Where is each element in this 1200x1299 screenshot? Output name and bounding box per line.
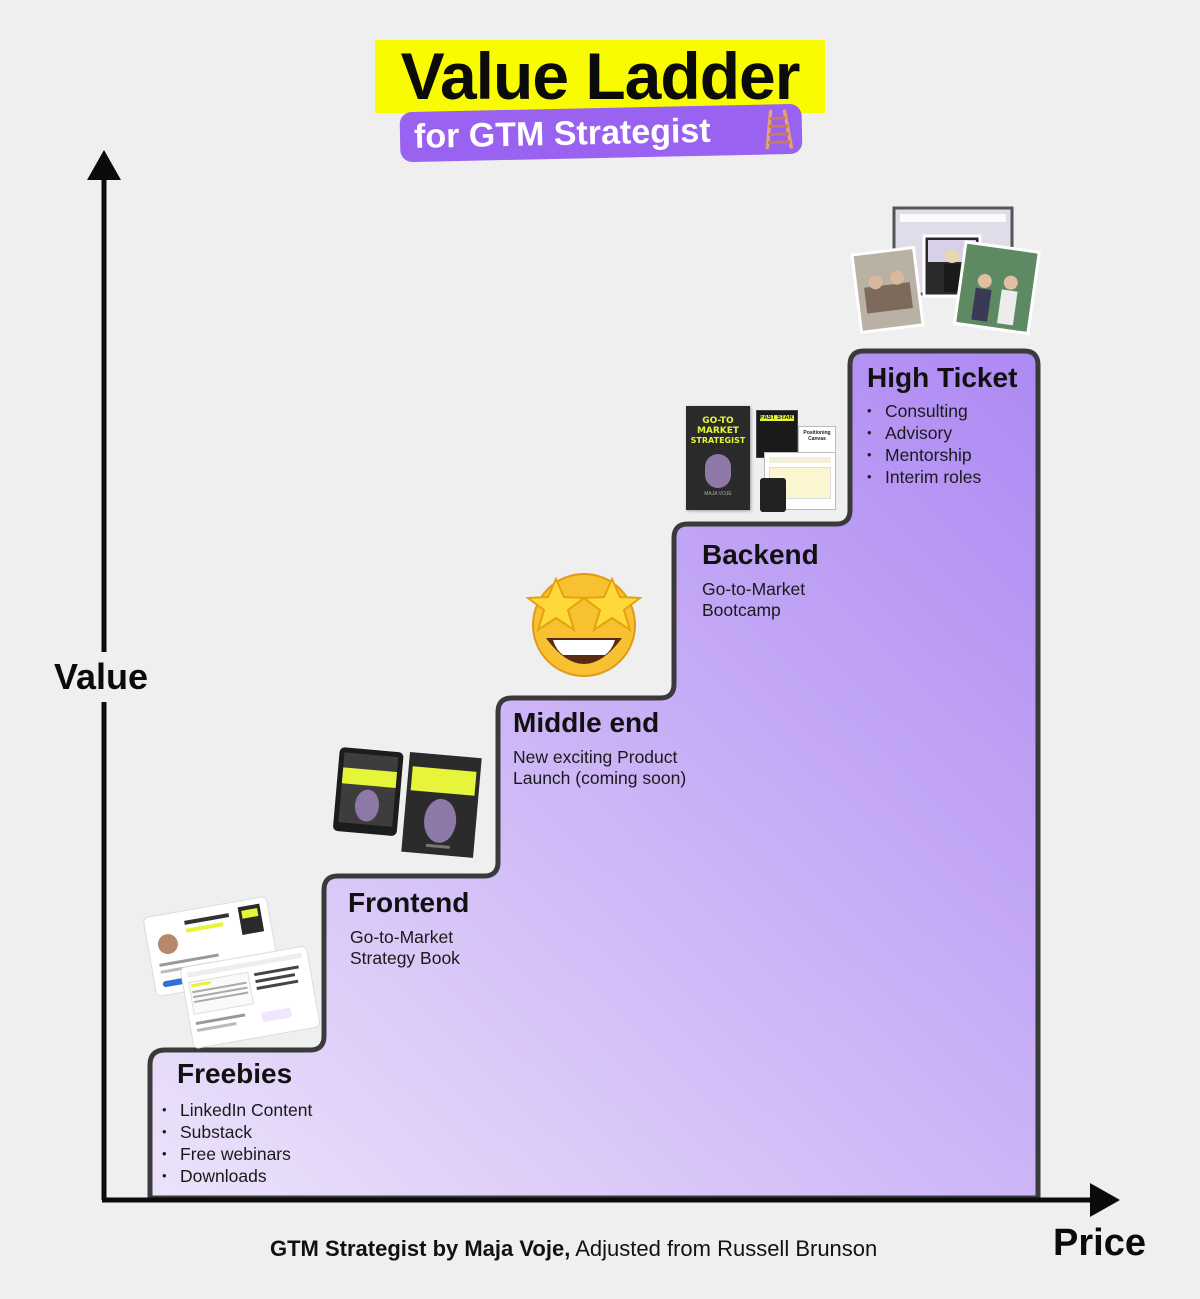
- step-title: Middle end: [513, 707, 660, 738]
- step-title: High Ticket: [867, 362, 1018, 393]
- y-axis-label: Value: [54, 652, 149, 702]
- list-item: Interim roles: [867, 466, 981, 488]
- freebies-list: LinkedIn Content Substack Free webinars …: [162, 1099, 312, 1187]
- bundle-book-author: MAJA VOJE: [704, 491, 732, 497]
- list-item: Free webinars: [162, 1143, 312, 1165]
- x-axis-label: Price: [1053, 1222, 1146, 1264]
- bundle-sheet-dark: FAST START: [756, 410, 798, 458]
- step-title: Backend: [702, 539, 819, 570]
- footer-credit: GTM Strategist by Maja Voje, Adjusted fr…: [270, 1236, 877, 1262]
- list-item: Consulting: [867, 400, 981, 422]
- y-axis-arrow: [87, 150, 121, 180]
- high-ticket-list: Consulting Advisory Mentorship Interim r…: [867, 400, 981, 488]
- bundle-book: GO-TO MARKET STRATEGIST MAJA VOJE: [686, 406, 750, 510]
- consulting-photos: [850, 206, 1041, 336]
- linkedin-substack-screenshots: [143, 896, 321, 1049]
- bundle-book-title: GO-TO MARKET STRATEGIST: [690, 416, 746, 445]
- step-title: Freebies: [177, 1058, 293, 1089]
- page-subtitle: for GTM Strategist: [399, 103, 803, 163]
- footer-credit-rest: Adjusted from Russell Brunson: [570, 1236, 878, 1261]
- step-middle-end: Middle end New exciting Product Launch (…: [513, 707, 686, 789]
- list-item: Downloads: [162, 1165, 312, 1187]
- list-item: LinkedIn Content: [162, 1099, 312, 1121]
- list-item: Advisory: [867, 422, 981, 444]
- step-description: Go-to-Market Bootcamp: [702, 579, 806, 620]
- step-freebies: Freebies: [177, 1058, 292, 1090]
- step-frontend: Frontend Go-to-Market Strategy Book: [348, 887, 469, 969]
- page-title: Value Ladder: [375, 40, 825, 113]
- x-axis-arrow: [1090, 1183, 1120, 1217]
- ladder-icon: [765, 109, 794, 150]
- bundle-tablet: [760, 478, 786, 512]
- list-item: Mentorship: [867, 444, 981, 466]
- footer-credit-bold: GTM Strategist by Maja Voje,: [270, 1236, 571, 1261]
- step-description: Go-to-Market Strategy Book: [350, 927, 460, 968]
- step-backend: Backend Go-to-Market Bootcamp: [702, 539, 819, 621]
- gtm-strategist-books: [333, 747, 482, 858]
- ladder-staircase: [147, 348, 1041, 1201]
- list-item: Substack: [162, 1121, 312, 1143]
- bootcamp-bundle-materials: GO-TO MARKET STRATEGIST MAJA VOJE FAST S…: [684, 404, 836, 514]
- step-high-ticket: High Ticket: [867, 362, 1017, 394]
- step-title: Frontend: [348, 887, 470, 918]
- star-struck-emoji: [525, 573, 643, 677]
- bundle-book-figure: [705, 454, 731, 488]
- step-description: New exciting Product Launch (coming soon…: [513, 747, 687, 788]
